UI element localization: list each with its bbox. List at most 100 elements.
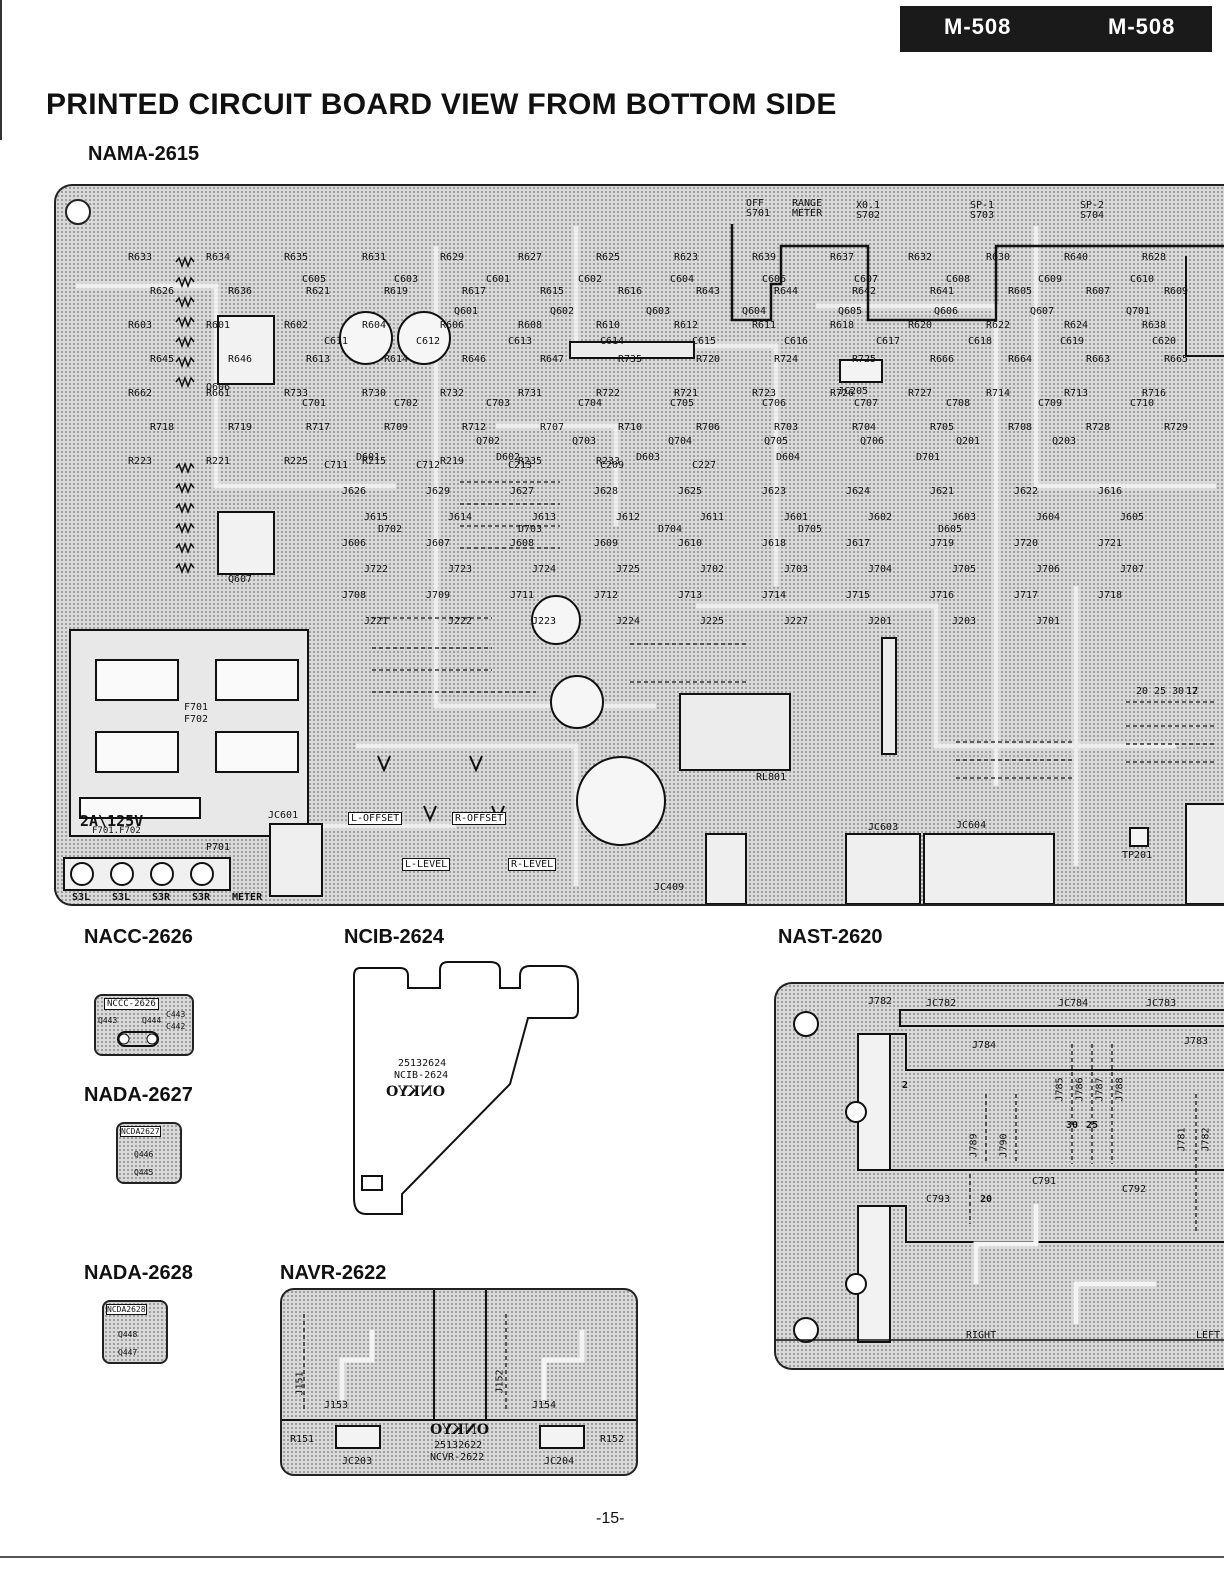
jumpers-ref-j723: J723 bbox=[448, 564, 473, 575]
switch-label-s703: S703 bbox=[970, 210, 995, 221]
transistors-ref-q603: Q603 bbox=[646, 306, 671, 317]
resistors-ref-r609: R609 bbox=[1164, 286, 1189, 297]
resistors-ref-r643: R643 bbox=[696, 286, 721, 297]
capacitors-ref-c703: C703 bbox=[486, 398, 511, 409]
jumpers-ref-j717: J717 bbox=[1014, 590, 1039, 601]
resistors-ref-r623: R623 bbox=[674, 252, 699, 263]
ic-q606 bbox=[217, 315, 275, 385]
resistors-ref-r603: R603 bbox=[128, 320, 153, 331]
transistors-ref-q706: Q706 bbox=[860, 436, 885, 447]
jumpers-ref-j602: J602 bbox=[868, 512, 893, 523]
navr-part-number: 25132622 bbox=[434, 1440, 483, 1451]
adjust-label-l-level: L-LEVEL bbox=[402, 858, 451, 871]
diodes-ref-d603: D603 bbox=[636, 452, 661, 463]
jumpers-ref-j611: J611 bbox=[700, 512, 725, 523]
capacitors-ref-c607: C607 bbox=[854, 274, 879, 285]
resistors-ref-r621: R621 bbox=[306, 286, 331, 297]
diodes-ref-d702: D702 bbox=[378, 524, 403, 535]
resistors-ref-r219: R219 bbox=[440, 456, 465, 467]
resistors-ref-r625: R625 bbox=[596, 252, 621, 263]
resistors-ref-r642: R642 bbox=[852, 286, 877, 297]
navr-part-j152: J152 bbox=[494, 1369, 506, 1394]
nast-jumper-length-30: 30 bbox=[1066, 1120, 1079, 1131]
capacitor-c612 bbox=[397, 311, 451, 365]
resistors-ref-r615: R615 bbox=[540, 286, 565, 297]
nacc-part-c442: C442 bbox=[166, 1022, 186, 1031]
capacitors-ref-c617: C617 bbox=[876, 336, 901, 347]
resistors-ref-r727: R727 bbox=[908, 388, 933, 399]
capacitors-ref-c213: C213 bbox=[508, 460, 533, 471]
resistors-ref-r602: R602 bbox=[284, 320, 309, 331]
resistors-ref-r666: R666 bbox=[930, 354, 955, 365]
transistors-ref-q607: Q607 bbox=[1030, 306, 1055, 317]
fuse-label-f702: F702 bbox=[184, 714, 209, 725]
pcb-nast-2620: J782 JC782 JC784 JC783 J784 J783 J785 J7… bbox=[774, 982, 1224, 1370]
jumpers-ref-j721: J721 bbox=[1098, 538, 1123, 549]
connector-jc604 bbox=[923, 833, 1055, 904]
jumpers-ref-j621: J621 bbox=[930, 486, 955, 497]
jumpers-ref-j628: J628 bbox=[594, 486, 619, 497]
board-label-nacc: NACC-2626 bbox=[84, 926, 193, 948]
diodes-ref-d602: D602 bbox=[496, 452, 521, 463]
nast-part-c793: C793 bbox=[926, 1194, 951, 1205]
jumpers-ref-j201: J201 bbox=[868, 616, 893, 627]
resistors-ref-r637: R637 bbox=[830, 252, 855, 263]
capacitors-ref-c618: C618 bbox=[968, 336, 993, 347]
resistors-ref-r721: R721 bbox=[674, 388, 699, 399]
diodes-ref-d605: D605 bbox=[938, 524, 963, 535]
pcb-nama-2615: 2A\125V F701.F702 F701 F702 P701 S3L S3L… bbox=[54, 184, 1224, 906]
resistors-ref-r663: R663 bbox=[1086, 354, 1111, 365]
resistors-ref-r235: R235 bbox=[518, 456, 543, 467]
transistors-ref-q701: Q701 bbox=[1126, 306, 1151, 317]
nast-part-j788: J788 bbox=[1114, 1077, 1126, 1102]
jumpers-ref-j616: J616 bbox=[1098, 486, 1123, 497]
resistors-ref-r726: R726 bbox=[830, 388, 855, 399]
jumpers-ref-j203: J203 bbox=[952, 616, 977, 627]
resistors-ref-r636: R636 bbox=[228, 286, 253, 297]
nast-part-jc783: JC783 bbox=[1146, 998, 1177, 1009]
transistors-ref-q703: Q703 bbox=[572, 436, 597, 447]
resistors-ref-r635: R635 bbox=[284, 252, 309, 263]
connector-label-jc603: JC603 bbox=[868, 822, 899, 833]
resistors-ref-r661: R661 bbox=[206, 388, 231, 399]
jumpers-ref-j708: J708 bbox=[342, 590, 367, 601]
resistors-ref-r733: R733 bbox=[284, 388, 309, 399]
test-point-label: TP201 bbox=[1122, 850, 1153, 861]
resistors-ref-r612: R612 bbox=[674, 320, 699, 331]
transistors-ref-q601: Q601 bbox=[454, 306, 479, 317]
resistors-ref-r646: R646 bbox=[228, 354, 253, 365]
connector-label-jc604: JC604 bbox=[956, 820, 987, 831]
resistors-ref-r605: R605 bbox=[1008, 286, 1033, 297]
bridge-d705 bbox=[550, 675, 604, 729]
heatsink-q701 bbox=[881, 637, 897, 755]
nast-part-c792: C792 bbox=[1122, 1184, 1147, 1195]
adjust-label-r-level: R-LEVEL bbox=[508, 858, 557, 871]
resistors-ref-r732: R732 bbox=[440, 388, 465, 399]
resistors-ref-r713: R713 bbox=[1064, 388, 1089, 399]
resistors-ref-r723: R723 bbox=[752, 388, 777, 399]
resistors-ref-r628: R628 bbox=[1142, 252, 1167, 263]
resistors-ref-r644: R644 bbox=[774, 286, 799, 297]
nast-part-c791: C791 bbox=[1032, 1176, 1057, 1187]
resistors-ref-r703: R703 bbox=[774, 422, 799, 433]
resistors-ref-r630: R630 bbox=[986, 252, 1011, 263]
jumpers-ref-j609: J609 bbox=[594, 538, 619, 549]
capacitors-ref-c616: C616 bbox=[784, 336, 809, 347]
navr-part-jc203: JC203 bbox=[342, 1456, 373, 1467]
switch-label-x01: X0.1 bbox=[856, 200, 881, 211]
nast-jumper-length-20: 20 bbox=[980, 1194, 993, 1205]
resistors-ref-r638: R638 bbox=[1142, 320, 1167, 331]
jumpers-ref-j718: J718 bbox=[1098, 590, 1123, 601]
nast-part-j790: J790 bbox=[998, 1133, 1010, 1158]
resistors-ref-r225: R225 bbox=[284, 456, 309, 467]
capacitors-ref-c711: C711 bbox=[324, 460, 349, 471]
resistors-ref-r706: R706 bbox=[696, 422, 721, 433]
capacitors-ref-c209: C209 bbox=[600, 460, 625, 471]
resistors-ref-r626: R626 bbox=[150, 286, 175, 297]
nast-part-j789: J789 bbox=[968, 1133, 980, 1158]
resistors-ref-r714: R714 bbox=[986, 388, 1011, 399]
resistors-ref-r730: R730 bbox=[362, 388, 387, 399]
jumpers-ref-j629: J629 bbox=[426, 486, 451, 497]
jumpers-ref-j625: J625 bbox=[678, 486, 703, 497]
resistors-ref-r601: R601 bbox=[206, 320, 231, 331]
